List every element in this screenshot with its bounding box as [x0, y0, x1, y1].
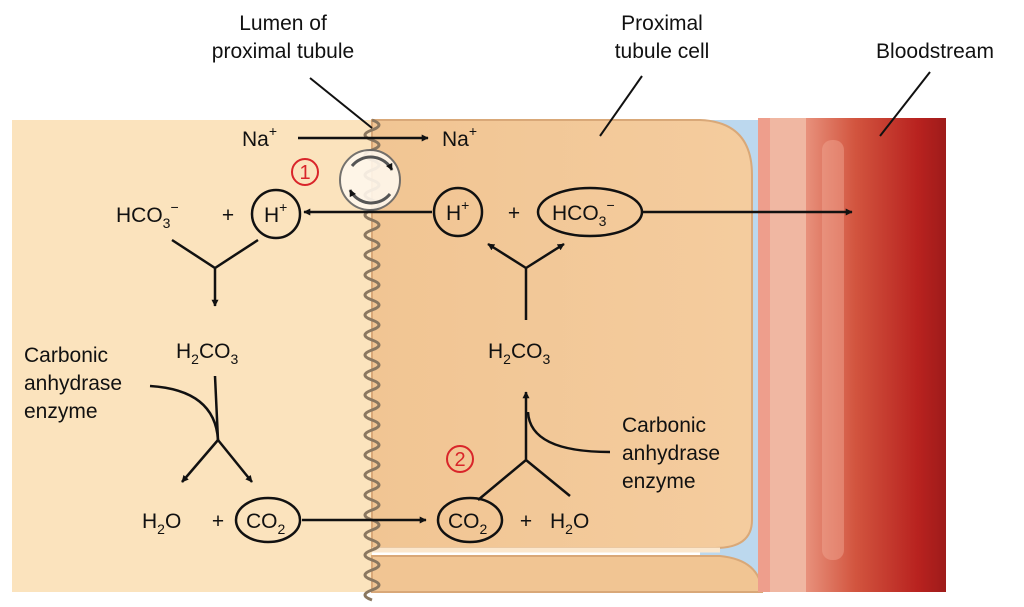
lumen-split-right [217, 439, 253, 483]
blood-leader-line [879, 71, 931, 137]
lumen-combine-arrow [171, 238, 259, 306]
ca-right-arrow [526, 411, 611, 454]
lumen-split-left [181, 439, 219, 483]
plus-cell-bottom: + [520, 510, 532, 533]
plus-cell-top: + [508, 202, 520, 225]
co2-cell: CO2 [448, 510, 488, 537]
co2-cell-ellipse [436, 496, 504, 544]
ca-left-line1: Carbonic [24, 344, 108, 367]
step-2-marker: 2 [446, 445, 474, 473]
co2-lumen: CO2 [246, 510, 286, 537]
hco3-lumen: HCO3− [116, 199, 179, 231]
lumen-region [12, 120, 372, 592]
h-lumen: H+ [264, 199, 287, 227]
h2o-cell: H2O [550, 510, 589, 537]
cell-dissociation-left [487, 242, 527, 270]
step-1-marker: 1 [291, 158, 319, 186]
h-cell: H+ [446, 197, 469, 225]
lumen-split-arrow [213, 375, 220, 441]
bloodstream-label: Bloodstream [876, 40, 994, 63]
h2o-lumen: H2O [142, 510, 181, 537]
cell-label-line1: Proximal [621, 12, 703, 35]
lumen-label-line2: proximal tubule [212, 40, 354, 63]
svg-text:2: 2 [454, 449, 465, 471]
svg-text:1: 1 [299, 162, 310, 184]
cell-label-line2: tubule cell [615, 40, 710, 63]
blood-lumen [806, 118, 946, 592]
antiporter-icon [339, 149, 401, 211]
na-lumen: Na+ [242, 123, 277, 151]
ca-right-line3: enzyme [622, 470, 696, 493]
cell-combine-arrow [477, 392, 571, 501]
na-cell: Na+ [442, 123, 477, 151]
cell-leader-line [599, 75, 643, 137]
ca-right-line2: anhydrase [622, 442, 720, 465]
h2co3-lumen: H2CO3 [176, 340, 238, 367]
hco3-cell: HCO3− [552, 197, 615, 229]
cell-dissociation-right [525, 242, 565, 270]
blood-highlight [822, 140, 844, 560]
plus-lumen-bottom: + [212, 510, 224, 533]
lumen-label-line1: Lumen of [239, 12, 327, 35]
h-cell-circle [432, 186, 484, 238]
vessel-wall [770, 118, 810, 592]
adjacent-cell [371, 555, 764, 593]
proximal-tubule-cell [371, 119, 753, 549]
ca-right-line1: Carbonic [622, 414, 706, 437]
h-lumen-circle [250, 188, 302, 240]
ca-left-line3: enzyme [24, 400, 98, 423]
plus-lumen-top: + [222, 204, 234, 227]
h2co3-cell: H2CO3 [488, 340, 550, 367]
lumen-leader-line [309, 77, 373, 129]
co2-lumen-ellipse [234, 496, 302, 544]
ca-left-line2: anhydrase [24, 372, 122, 395]
